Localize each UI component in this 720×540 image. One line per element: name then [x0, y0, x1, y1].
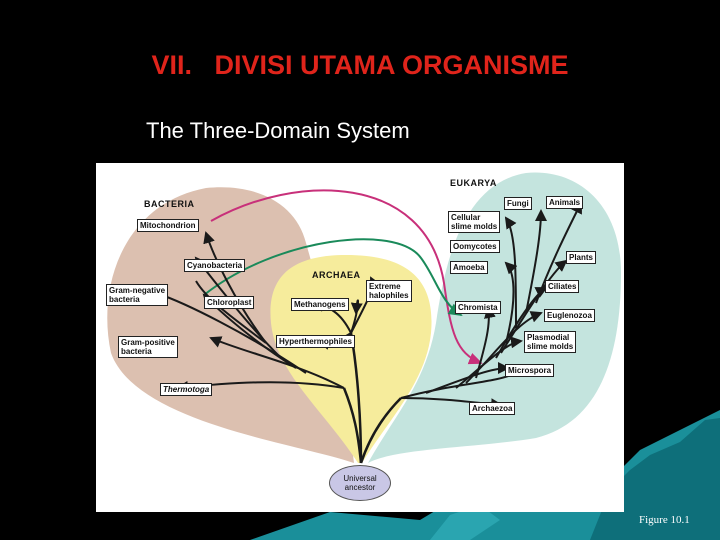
slide-title: VII. DIVISI UTAMA ORGANISME [151, 50, 569, 80]
label-chloroplast: Chloroplast [204, 296, 255, 309]
label-animals: Animals [546, 196, 584, 209]
chloroplast-endosymbiosis-arrow [203, 238, 463, 317]
label-chromista: Chromista [455, 301, 501, 314]
universal-ancestor-node: Universal ancestor [329, 465, 391, 501]
label-plants: Plants [566, 251, 597, 264]
mitochondria-endosymbiosis-arrow [210, 189, 483, 365]
label-gram-positive-bacteria: Gram-positive bacteria [118, 336, 178, 358]
figure-caption: Figure 10.1 [639, 514, 690, 526]
three-domain-diagram: BACTERIA ARCHAEA EUKARYA Mitochondrion C… [96, 163, 624, 512]
label-hyperthermophiles: Hyperthermophiles [276, 335, 355, 348]
domain-label-bacteria: BACTERIA [144, 199, 195, 209]
domain-label-eukarya: EUKARYA [450, 178, 497, 188]
label-plasmodial-slime-molds: Plasmodial slime molds [524, 331, 577, 353]
label-extreme-halophiles: Extreme halophiles [366, 280, 412, 302]
label-amoeba: Amoeba [450, 261, 488, 274]
label-euglenozoa: Euglenozoa [544, 309, 595, 322]
label-microspora: Microspora [505, 364, 555, 377]
label-archaezoa: Archaezoa [469, 402, 516, 415]
label-thermotoga: Thermotoga [160, 383, 213, 396]
label-fungi: Fungi [504, 197, 532, 210]
label-cellular-slime-molds: Cellular slime molds [448, 211, 501, 233]
domain-label-archaea: ARCHAEA [312, 270, 361, 280]
label-cyanobacteria: Cyanobacteria [184, 259, 246, 272]
label-mitochondrion: Mitochondrion [137, 219, 199, 232]
label-ciliates: Ciliates [545, 280, 580, 293]
label-methanogens: Methanogens [291, 298, 349, 311]
label-gram-negative-bacteria: Gram-negative bacteria [106, 284, 169, 306]
slide-subtitle: The Three-Domain System [146, 118, 410, 143]
label-oomycotes: Oomycotes [450, 240, 500, 253]
